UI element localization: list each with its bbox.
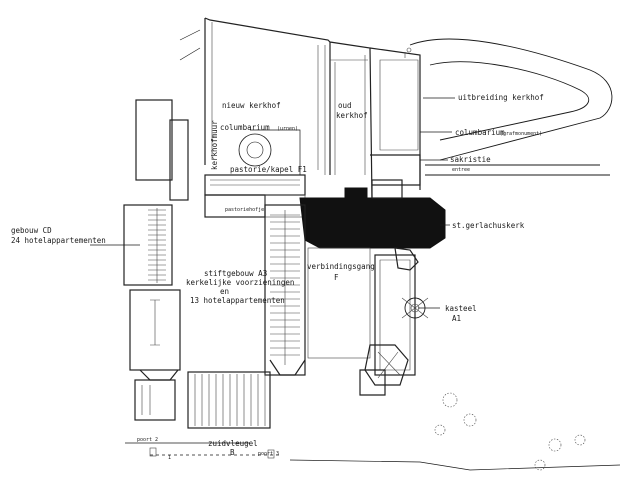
label-poort-1: 1: [168, 455, 171, 461]
label-columbarium-urnen: columbarium: [220, 123, 270, 132]
gebouw-cd-hatching: [148, 208, 166, 283]
label-sakristie: sakristie: [450, 155, 491, 164]
label-pastoriehofje: pastoriehofje: [225, 207, 264, 213]
label-pastorie-kapel: pastorie/kapel F1: [230, 165, 307, 174]
churchyard-boundary: [204, 17, 421, 201]
label-kasteel-1: kasteel: [445, 304, 477, 313]
label-stiftgebouw-2: kerkelijke voorzieningen: [186, 278, 294, 287]
kasteel: [359, 247, 429, 396]
verbindingsgang: [307, 247, 371, 359]
label-gebouw-cd-2: 24 hotelappartementen: [11, 236, 106, 245]
label-zuidvleugel-1: zuidvleugel: [208, 439, 258, 448]
st-gerlachuskerk-building: [299, 179, 446, 249]
label-entree: entree: [452, 167, 470, 173]
label-stiftgebouw-4: 13 hotelappartementen: [190, 296, 285, 305]
label-stiftgebouw-3: en: [220, 287, 229, 296]
label-nieuw-kerkhof: nieuw kerkhof: [222, 101, 281, 110]
label-poort-2: poort 2: [137, 437, 158, 443]
old-churchyard: [329, 42, 421, 186]
label-columbarium-grafmonument: columbarium: [455, 128, 505, 137]
label-columbarium-urnen-note: (urnen): [277, 126, 298, 132]
label-st-gerlachuskerk: st.gerlachuskerk: [452, 221, 525, 230]
label-uitbreiding-kerkhof: uitbreiding kerkhof: [458, 93, 544, 102]
label-verbindingsgang-1: verbindingsgang: [307, 262, 375, 271]
trees: [434, 392, 586, 471]
gebouw-cd: [123, 99, 189, 421]
label-zuidvleugel-2: B: [230, 448, 235, 457]
bottom-paths: [125, 442, 621, 471]
label-poort-3: poort 3: [258, 451, 279, 457]
label-oud-kerkhof-1: oud: [338, 101, 352, 110]
leader-lines: [90, 97, 455, 309]
label-kerkhofmuur: kerkhofmuur: [210, 120, 219, 170]
labels: nieuw kerkhof oud kerkhof uitbreiding ke…: [11, 93, 544, 461]
stiftgebouw-hatching: [270, 210, 300, 365]
label-oud-kerkhof-2: kerkhof: [336, 111, 368, 120]
label-kasteel-2: A1: [452, 314, 461, 323]
label-gebouw-cd-1: gebouw CD: [11, 226, 52, 235]
roads: [179, 29, 613, 176]
label-columbarium-grafmonument-note: (grafmonument): [500, 131, 542, 137]
zuidvleugel: [187, 371, 271, 429]
label-verbindingsgang-2: F: [334, 273, 339, 282]
stiftgebouw: [264, 204, 306, 376]
label-stiftgebouw-1: stiftgebouw A3: [204, 269, 267, 278]
